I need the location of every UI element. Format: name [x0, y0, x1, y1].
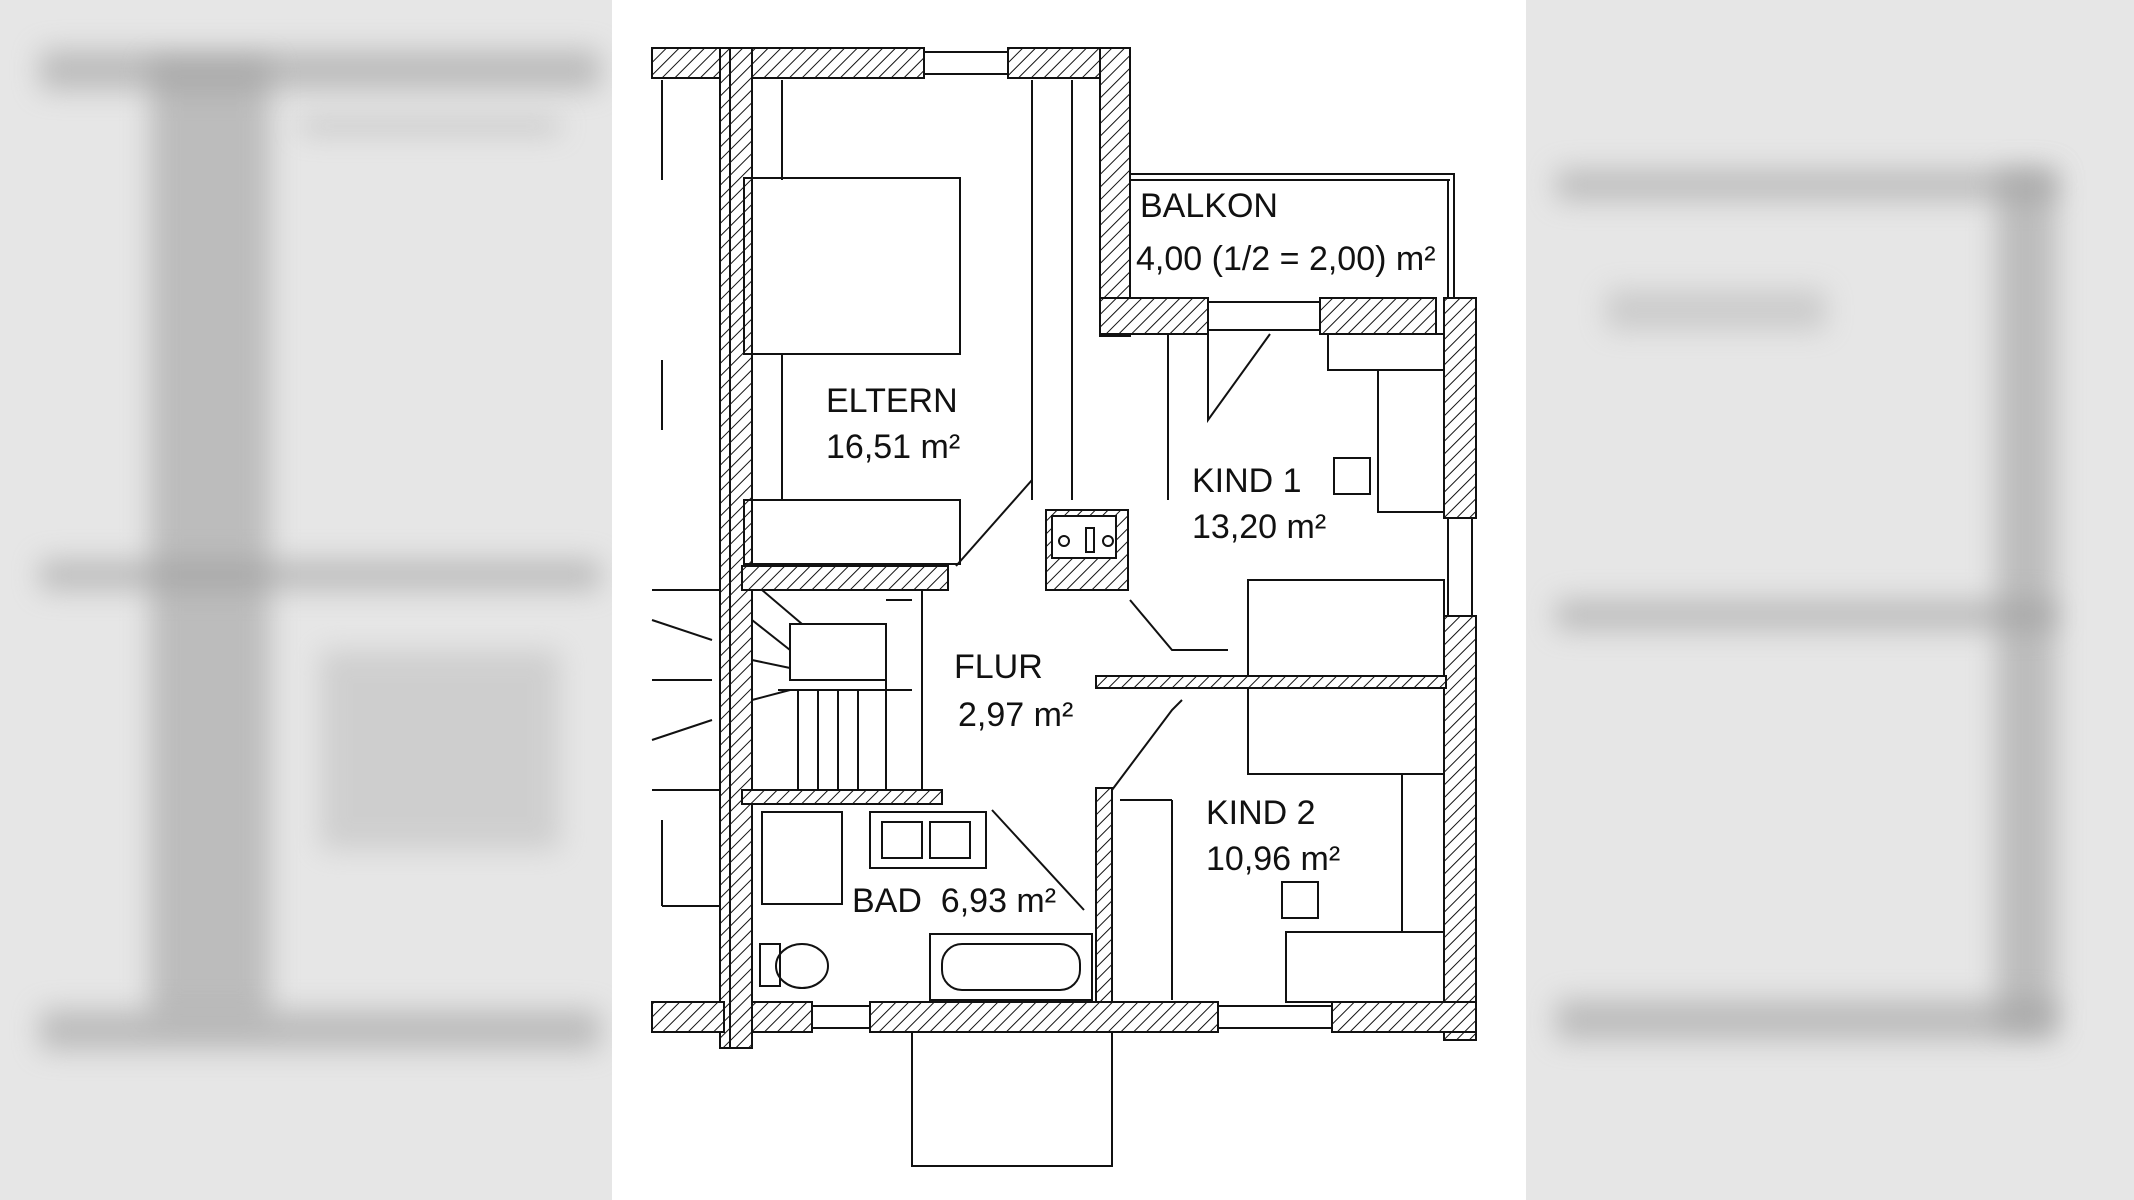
blurred-backdrop-right — [1526, 0, 2134, 1200]
room-label-balkon: BALKON — [1140, 187, 1278, 225]
room-label-flur: FLUR — [954, 648, 1043, 686]
room-area-kind2: 10,96 m² — [1206, 840, 1340, 878]
room-label-bad: BAD 6,93 m² — [852, 882, 1056, 920]
balcony-outline — [1130, 173, 1455, 298]
floor-plan-drawing: BALKON 4,00 (1/2 = 2,00) m² ELTERN 16,51… — [651, 47, 1477, 1167]
room-area-eltern: 16,51 m² — [826, 428, 960, 466]
furniture — [651, 80, 1445, 1167]
room-label-eltern: ELTERN — [826, 382, 958, 420]
room-area-kind1: 13,20 m² — [1192, 508, 1326, 546]
floor-plan-card: BALKON 4,00 (1/2 = 2,00) m² ELTERN 16,51… — [612, 0, 1526, 1200]
hatched-walls — [651, 47, 1477, 1049]
room-area-flur: 2,97 m² — [958, 696, 1073, 734]
windows — [811, 51, 1473, 1029]
room-area-balkon: 4,00 (1/2 = 2,00) m² — [1136, 240, 1436, 278]
room-label-kind2: KIND 2 — [1206, 794, 1316, 832]
blurred-backdrop-left — [0, 0, 612, 1200]
room-label-kind1: KIND 1 — [1192, 462, 1302, 500]
